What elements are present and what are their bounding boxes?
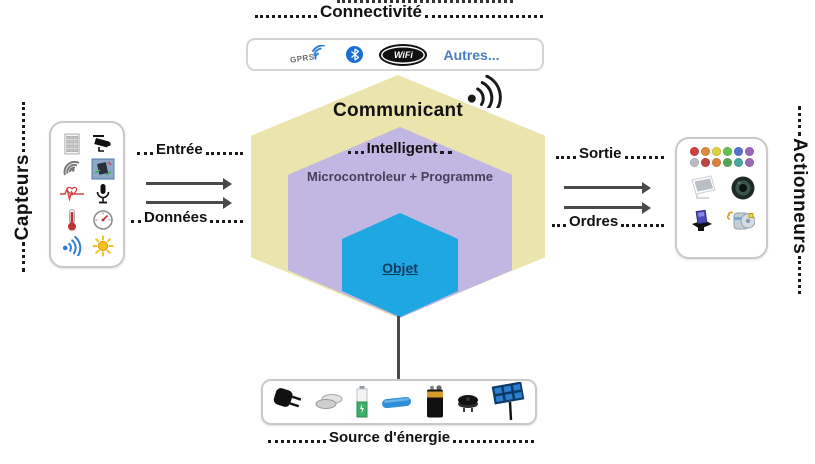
objet-label: Objet: [382, 260, 418, 276]
speaker-icon: [731, 176, 754, 200]
led-dot: [700, 158, 710, 167]
gprs-signal-icon: GPRS: [290, 44, 330, 65]
dotted-leader: [205, 151, 243, 155]
input-arrow-1: [146, 177, 232, 190]
communicant-label: Communicant: [333, 100, 463, 121]
led-dot: [711, 158, 721, 167]
led-dot: [744, 147, 754, 156]
output-arrow-2: [564, 201, 651, 214]
led-array-icon: [689, 146, 755, 168]
dotted-leader: [453, 439, 534, 443]
microphone-icon: [96, 183, 109, 203]
gps-module-icon: [91, 158, 114, 179]
led-dot: [733, 147, 743, 156]
ordres-label: Ordres: [569, 213, 619, 230]
dotted-leader: [797, 106, 801, 136]
cctv-camera-icon: [92, 134, 111, 152]
input-arrow-2: [146, 196, 232, 209]
connectivity-title: Connectivité: [255, 2, 543, 22]
dotted-leader: [137, 151, 153, 155]
ordres-label-row: Ordres: [552, 213, 664, 231]
sortie-label: Sortie: [579, 145, 622, 162]
aa-battery-icon: [356, 386, 368, 418]
donnees-label: Données: [144, 209, 208, 226]
gauge-icon: [92, 209, 113, 230]
dotted-leader: [621, 223, 664, 227]
actuators-title-label: Actionneurs: [789, 138, 810, 255]
power-adapter-icon: [273, 388, 302, 408]
dotted-leader: [624, 155, 664, 159]
energy-connector-line: [397, 316, 400, 380]
dotted-leader: [440, 150, 453, 154]
dotted-leader: [255, 14, 317, 18]
sortie-label-row: Sortie: [556, 145, 664, 163]
dotted-leader: [131, 219, 141, 223]
energy-title-label: Source d'énergie: [329, 429, 451, 446]
solar-panel-icon: [491, 382, 525, 421]
led-dot: [711, 147, 721, 156]
led-dot: [689, 158, 699, 167]
wifi-logo-icon: WiFi: [379, 43, 428, 66]
wifi-label: WiFi: [394, 49, 413, 60]
dotted-leader: [556, 155, 576, 159]
dotted-leader: [797, 256, 801, 295]
heartbeat-icon: [59, 186, 84, 202]
entree-label-row: Entrée: [137, 141, 243, 159]
led-dot: [744, 158, 754, 167]
bluetooth-icon: [346, 46, 364, 63]
entree-label: Entrée: [156, 141, 203, 158]
actuators-title: Actionneurs: [788, 106, 810, 295]
dotted-leader: [268, 439, 326, 443]
intelligent-label: Intelligent: [366, 140, 438, 157]
led-dot: [722, 147, 732, 156]
sound-waves-icon: [62, 235, 81, 256]
led-dot: [700, 147, 710, 156]
sensors-box: [49, 121, 125, 268]
keypad-icon: [63, 133, 80, 154]
microcontroller-label: Microcontroleur + Programme: [306, 169, 494, 184]
sun-icon: [92, 235, 113, 256]
lcd-screen-icon: [690, 175, 716, 199]
thermometer-icon: [67, 208, 76, 230]
energy-box: [261, 379, 537, 425]
connectivity-title-label: Connectivité: [320, 2, 423, 21]
wireless-signal-icon: [467, 74, 502, 108]
energy-title: Source d'énergie: [268, 429, 534, 447]
top-dotted-fragment: [337, 0, 513, 3]
dotted-leader: [552, 223, 566, 227]
nine-volt-battery-icon: [427, 385, 443, 418]
dotted-leader: [210, 219, 243, 223]
dotted-leader: [347, 150, 364, 154]
sensors-title-label: Capteurs: [12, 154, 33, 241]
led-dot: [733, 158, 743, 167]
coin-cell-icon: [315, 394, 343, 409]
led-dot: [689, 147, 699, 156]
intelligent-label-row: Intelligent: [330, 140, 470, 158]
stepper-motor-icon: [726, 211, 755, 230]
led-dot: [722, 158, 732, 167]
connectivity-bar: GPRS WiFi Autres...: [246, 38, 544, 71]
output-arrow-1: [564, 181, 651, 194]
dotted-leader: [425, 14, 543, 18]
autres-label: Autres...: [443, 46, 500, 63]
liion-battery-icon: [382, 397, 412, 409]
sensors-title: Capteurs: [12, 102, 34, 273]
relay-icon: [691, 209, 712, 231]
dotted-leader: [21, 102, 25, 152]
dotted-leader: [21, 242, 25, 273]
donnees-label-row: Données: [131, 209, 243, 227]
buzzer-icon: [458, 395, 478, 412]
actuators-box: [675, 137, 768, 259]
satellite-dish-icon: [63, 160, 79, 175]
